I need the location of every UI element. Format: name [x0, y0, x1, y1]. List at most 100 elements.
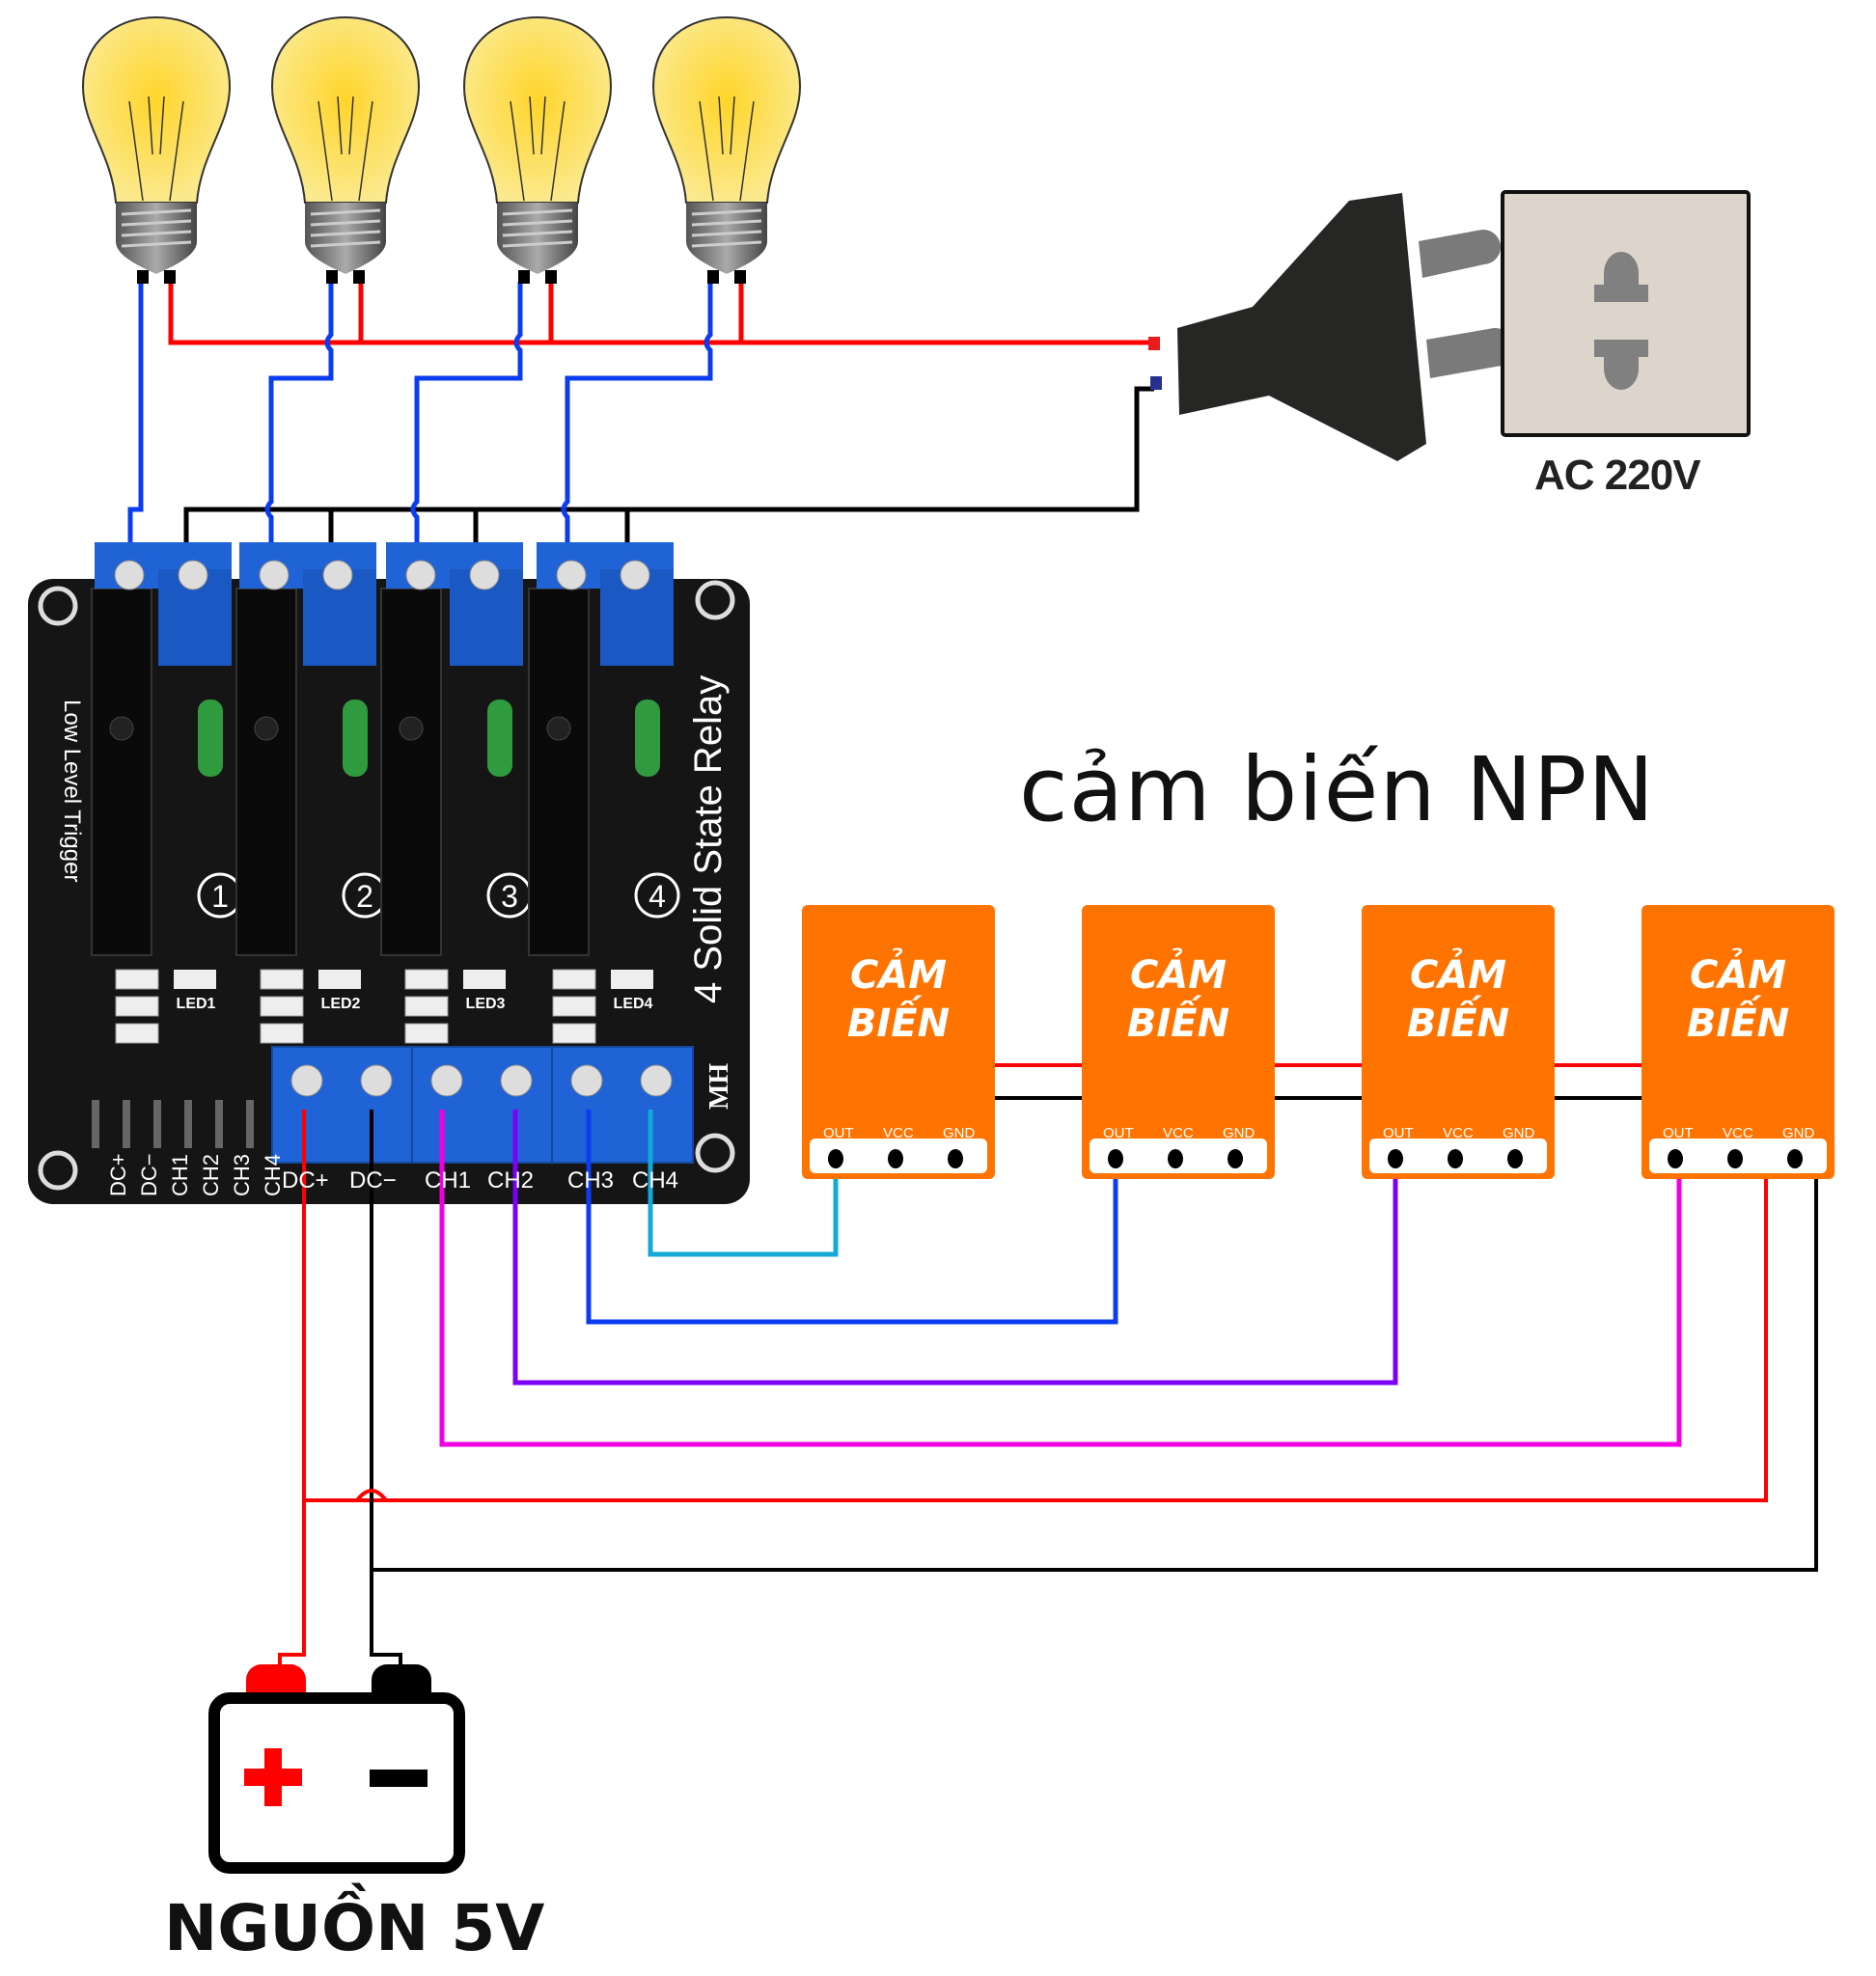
sensor-pin-gnd: [948, 1149, 963, 1168]
ac-live-wire: [168, 282, 1150, 345]
sensor-label-line1: CẢM: [1129, 953, 1228, 998]
sensor-pin-out: [1668, 1149, 1683, 1168]
bulb-terminal: [353, 270, 365, 284]
sensor-pin-label-gnd: GND: [1223, 1125, 1255, 1141]
battery-icon: [208, 1664, 465, 1874]
sensor-pin-out: [1388, 1149, 1403, 1168]
npn-sensor: CẢM BIẾN OUT VCC GND: [1082, 905, 1275, 1179]
sensor-pin-label-out: OUT: [1663, 1125, 1694, 1141]
header-pin-label: DC−: [137, 1153, 161, 1196]
wall-socket-icon: [1501, 190, 1751, 437]
npn-sensor: CẢM BIẾN OUT VCC GND: [1362, 905, 1555, 1179]
header-pin-label: DC+: [106, 1153, 130, 1196]
channel-number: 1: [211, 879, 229, 914]
sensor-label-line1: CẢM: [1409, 953, 1507, 998]
sensor-label-line1: CẢM: [849, 953, 948, 998]
output-terminal-block: [95, 542, 232, 666]
sensor-label-line2: BIẾN: [1686, 1002, 1790, 1046]
load-wires: [127, 282, 713, 574]
sensor-pin-out: [828, 1149, 843, 1168]
sensor-pin-label-vcc: VCC: [1723, 1125, 1753, 1141]
bulb-terminal: [545, 270, 557, 284]
header-pin: [246, 1100, 254, 1148]
sensor-pin-vcc: [888, 1149, 903, 1168]
terminal-label: CH2: [487, 1167, 535, 1194]
light-bulbs: [81, 15, 802, 274]
bulb-terminal: [326, 270, 338, 284]
sensor-pin-label-out: OUT: [1383, 1125, 1414, 1141]
sensor-pin-vcc: [1448, 1149, 1463, 1168]
led-label: LED1: [177, 996, 216, 1012]
terminal-label: CH3: [567, 1167, 615, 1194]
sensor-pin-label-out: OUT: [1103, 1125, 1134, 1141]
sensor-pin-label-vcc: VCC: [883, 1125, 914, 1141]
brand-label: MH: [704, 1062, 734, 1110]
bulb-terminal: [734, 270, 746, 284]
input-terminal-block: [551, 1046, 694, 1164]
power-supply-label: NGUỒN 5V: [164, 1891, 545, 1965]
sensor-pin-label-gnd: GND: [1503, 1125, 1535, 1141]
light-bulb-icon: [651, 15, 802, 274]
sensor-pin-vcc: [1727, 1149, 1743, 1168]
terminal-label: DC+: [282, 1167, 329, 1194]
npn-sensor: CẢM BIẾN OUT VCC GND: [1642, 905, 1835, 1179]
header-pin-label: CH3: [230, 1153, 254, 1196]
bulb-terminal: [518, 270, 530, 284]
output-terminal-block: [537, 542, 674, 666]
sensor-pin-gnd: [1507, 1149, 1523, 1168]
ac-source-label: AC 220V: [1534, 452, 1701, 499]
light-bulb-icon: [81, 15, 232, 274]
sensor-pin-label-vcc: VCC: [1443, 1125, 1474, 1141]
channel-number: 2: [356, 879, 373, 914]
output-terminal-block: [386, 542, 523, 666]
sensor-label-line2: BIẾN: [846, 1002, 951, 1046]
sensor-pin-vcc: [1168, 1149, 1183, 1168]
channel-number: 3: [501, 879, 518, 914]
led-label: LED3: [466, 996, 506, 1012]
bulb-terminal: [164, 270, 176, 284]
sensor-label-line2: BIẾN: [1406, 1002, 1510, 1046]
header-pin: [123, 1100, 130, 1148]
trigger-label: Low Level Trigger: [59, 700, 85, 883]
bulb-terminal: [707, 270, 719, 284]
sensor-label-line2: BIẾN: [1126, 1002, 1230, 1046]
sensor-pin-gnd: [1228, 1149, 1243, 1168]
light-bulb-icon: [462, 15, 613, 274]
header-pin-label: CH1: [168, 1153, 192, 1196]
sensor-label-line1: CẢM: [1689, 953, 1787, 998]
bulb-terminal: [137, 270, 149, 284]
header-pin: [153, 1100, 161, 1148]
light-bulb-icon: [270, 15, 421, 274]
header-pin: [92, 1100, 99, 1148]
sensor-pin-out: [1108, 1149, 1123, 1168]
bulb-terminals: [137, 270, 746, 284]
input-terminal-block: [411, 1046, 554, 1164]
sensor-pin-label-gnd: GND: [943, 1125, 976, 1141]
ac-plug-icon: [1148, 193, 1515, 461]
terminal-label: CH1: [425, 1167, 472, 1194]
board-title: 4 Solid State Relay: [687, 674, 730, 1003]
input-terminal-block: [271, 1046, 414, 1164]
header-pin: [184, 1100, 192, 1148]
channel-number: 4: [648, 879, 666, 914]
sensor-pin-label-gnd: GND: [1782, 1125, 1815, 1141]
sensor-pin-gnd: [1787, 1149, 1803, 1168]
header-pin-label: CH4: [261, 1153, 285, 1196]
ac-neutral-wire: [183, 386, 1154, 569]
led-label: LED2: [321, 996, 361, 1012]
header-pin-label: CH2: [199, 1153, 223, 1196]
sensor-pin-label-out: OUT: [823, 1125, 854, 1141]
sensor-out-wires: [439, 1110, 1682, 1447]
sensor-pin-label-vcc: VCC: [1163, 1125, 1194, 1141]
terminal-label: DC−: [349, 1167, 397, 1194]
led-label: LED4: [614, 996, 653, 1012]
header-pin: [215, 1100, 223, 1148]
npn-sensor: CẢM BIẾN OUT VCC GND: [802, 905, 995, 1179]
output-terminal-block: [239, 542, 376, 666]
